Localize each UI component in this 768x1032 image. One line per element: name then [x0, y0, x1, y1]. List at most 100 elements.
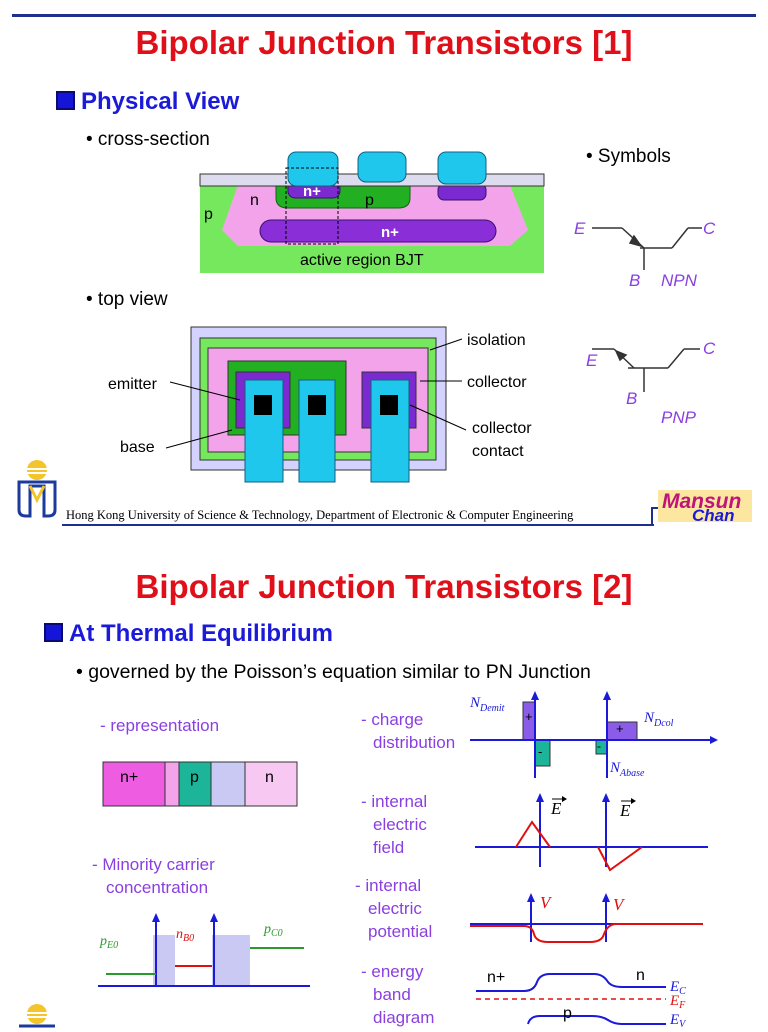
field-label-3: field [373, 838, 405, 857]
field-label-1: - internal [361, 792, 428, 811]
band-n: n [636, 967, 645, 984]
label-active-region: active region BJT [300, 252, 424, 269]
via-1 [254, 395, 272, 415]
var-nB0: nB0 [176, 927, 194, 944]
bullet-square-icon [44, 623, 63, 642]
svg-text:+: + [616, 721, 624, 736]
section-heading: At Thermal Equilibrium [44, 620, 333, 648]
band-label-3: diagram [373, 1008, 435, 1027]
representation-bar: n+ p n [102, 761, 298, 807]
var-ndcol: NDcol [643, 710, 674, 729]
isolation-leader [429, 338, 463, 351]
var-potential-1: V [540, 893, 553, 912]
label-collector-contact-2: contact [472, 443, 524, 460]
active-region-box [285, 167, 339, 245]
svg-text:Mansun: Mansun [662, 490, 741, 513]
slide-1: Bipolar Junction Transistors [1] Physica… [12, 14, 756, 526]
bullet-symbols: • Symbols [586, 146, 671, 167]
label-base: base [120, 439, 155, 456]
bullet-square-icon [56, 91, 75, 110]
right-plots: + - - + NDemit NDcol NAbase E E [469, 691, 718, 1030]
svg-text:+: + [525, 709, 533, 724]
collector-contact-leader [409, 404, 467, 431]
contact-3 [437, 151, 487, 185]
svg-text:Chan: Chan [692, 506, 735, 525]
n-plus-buried [259, 219, 497, 243]
minority-label-1: - Minority carrier [92, 855, 215, 874]
svg-text:-: - [538, 744, 542, 759]
heading-text: Physical View [81, 88, 240, 115]
pnp-e: E [586, 351, 598, 370]
var-nabase: NAbase [609, 760, 645, 779]
representation-label: - representation [100, 716, 220, 735]
slide-title: Bipolar Junction Transistors [1] [135, 24, 633, 61]
charge-distribution-plot: + - - + NDemit NDcol NAbase [469, 691, 718, 779]
minority-label-2: concentration [106, 878, 209, 897]
contact-2 [357, 151, 407, 183]
npn-symbol [592, 227, 702, 270]
hkust-logo [17, 460, 57, 518]
var-ev: EV [669, 1012, 687, 1030]
var-pE0: pE0 [99, 934, 118, 951]
base-leader [165, 429, 233, 449]
var-ec: EC [669, 979, 686, 997]
label-n: n [250, 192, 259, 209]
bullet-poisson: • governed by the Poisson’s equation sim… [76, 661, 591, 683]
label-n-plus-top: n+ [303, 183, 321, 200]
var-ef: EF [669, 993, 686, 1011]
label-collector-contact-1: collector [472, 420, 532, 437]
svg-text:-: - [597, 739, 601, 753]
label-collector: collector [467, 374, 527, 391]
npn-e: E [574, 219, 586, 238]
top-view-diagram: isolation collector emitter base collect… [108, 326, 532, 483]
footer-rule [62, 524, 654, 526]
label-p-base: p [365, 192, 374, 209]
pnp-b: B [626, 389, 637, 408]
potential-plot: V V [470, 893, 703, 943]
charge-label-2: distribution [373, 733, 456, 752]
minority-carrier-plot: pE0 nB0 pC0 [98, 913, 310, 987]
band-p: p [563, 1005, 572, 1022]
band-label-2: band [373, 985, 411, 1004]
npn-b: B [629, 271, 640, 290]
var-field-1: E [550, 799, 562, 818]
label-p-substrate: p [204, 206, 213, 223]
hkust-logo-2 [19, 1004, 55, 1028]
mansun-chan-logo: Mansun Chan [651, 490, 752, 525]
region-p: p [190, 769, 199, 786]
top-rule [12, 14, 756, 17]
energy-band-plot: n+ n p EC EF EV [476, 967, 687, 1030]
bullet-top-view: • top view [86, 289, 168, 310]
band-n-plus: n+ [487, 969, 505, 986]
heading-text: At Thermal Equilibrium [69, 620, 334, 647]
var-ndemit: NDemit [469, 695, 505, 714]
npn-name: NPN [661, 271, 698, 290]
label-isolation: isolation [467, 332, 526, 349]
transistor-symbols: E C B NPN E C B PNP [574, 219, 716, 427]
bullet-cross-section: • cross-section [86, 129, 210, 150]
footer-text: Hong Kong University of Science & Techno… [66, 508, 574, 522]
var-potential-2: V [613, 895, 626, 914]
via-2 [308, 395, 326, 415]
emitter-leader [169, 381, 241, 401]
via-3 [380, 395, 398, 415]
electric-field-plot: E E [475, 793, 708, 872]
charge-label-1: - charge [361, 710, 424, 729]
slide-title: Bipolar Junction Transistors [2] [135, 568, 633, 605]
pnp-symbol [592, 348, 700, 392]
cross-section-diagram: n+ n p p n+ active region BJT [199, 151, 545, 273]
section-heading: Physical View [56, 88, 239, 116]
potential-label-2: electric [368, 899, 422, 918]
label-emitter: emitter [108, 376, 158, 393]
pnp-c: C [703, 339, 716, 358]
var-field-2: E [619, 801, 631, 820]
pnp-name: PNP [661, 408, 697, 427]
slide-2: Bipolar Junction Transistors [2] At Ther… [0, 550, 768, 1030]
metal-3 [370, 379, 410, 483]
field-label-2: electric [373, 815, 427, 834]
npn-c: C [703, 219, 716, 238]
potential-label-1: - internal [355, 876, 422, 895]
var-pC0: pC0 [263, 922, 283, 939]
region-n: n [265, 769, 274, 786]
label-n-plus-buried: n+ [381, 224, 399, 241]
